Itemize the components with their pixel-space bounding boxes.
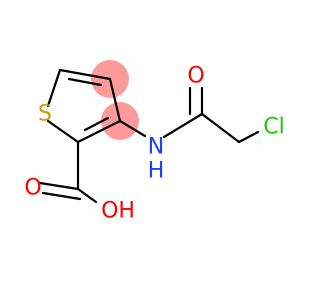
bond-c5-c4: [58, 68, 112, 81]
molecule-diagram: S N H O Cl O OH: [24, 60, 285, 224]
structure-canvas: S N H O Cl O OH: [24, 60, 285, 224]
bond-carboxyl-oh: [76, 187, 98, 204]
bond-c5-s: [46, 68, 62, 108]
atom-label-hydroxyl: OH: [101, 199, 135, 224]
bond-c3-c2: [76, 119, 122, 144]
atom-label-hydrogen: H: [148, 159, 165, 184]
bond-c2-s: [46, 119, 80, 144]
double-bond-c5-c4-inner: [67, 77, 103, 87]
atom-label-nitrogen: N: [148, 135, 164, 160]
atom-label-chlorine: Cl: [263, 115, 284, 140]
double-bond-c3-c2-inner: [83, 116, 110, 132]
atom-label-carbonyl-oxygen: O: [187, 64, 204, 89]
bond-c4-c3: [108, 77, 122, 123]
atom-label-sulfur: S: [38, 102, 52, 127]
bond-c3-n: [118, 119, 147, 138]
bond-ch2-cl: [237, 130, 260, 144]
bond-carboxyl-o-b: [41, 191, 82, 201]
atom-label-carbonyl-oxygen-acid: O: [24, 176, 41, 201]
bond-carboxyl-o-a: [38, 181, 80, 191]
bond-carbonyl-ch2: [200, 112, 241, 144]
bond-n-carbonyl: [162, 112, 204, 139]
